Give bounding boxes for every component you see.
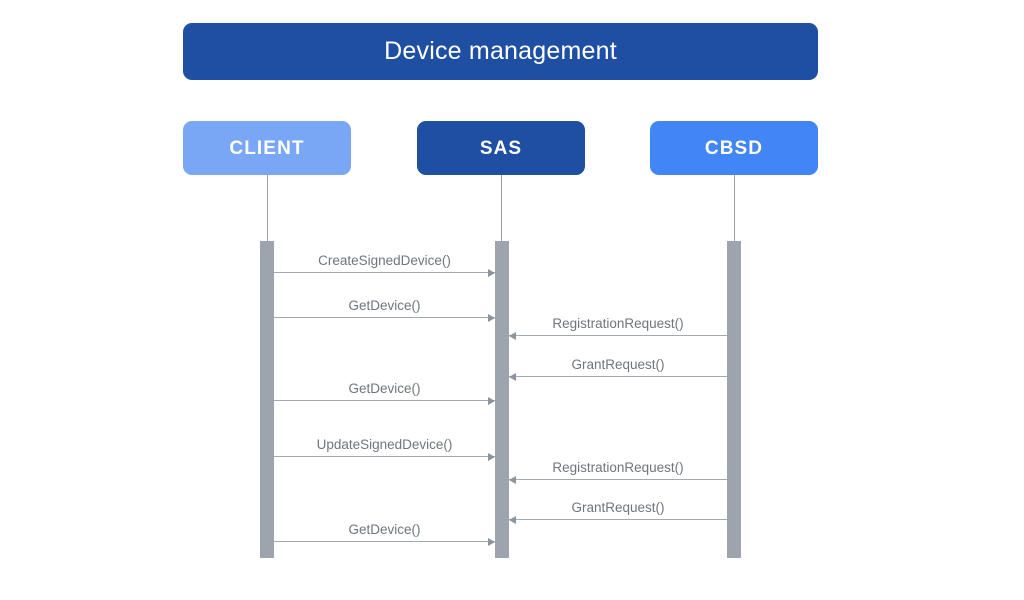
arrow-head-left-icon [509, 372, 516, 381]
message-label: UpdateSignedDevice() [316, 436, 453, 452]
message-label: CreateSignedDevice() [318, 252, 451, 268]
message-label: GrantRequest() [571, 356, 665, 372]
diagram-title-banner: Device management [183, 23, 818, 80]
arrow-head-left-icon [509, 515, 516, 524]
message-line [274, 541, 495, 542]
message-line [274, 456, 495, 457]
page-title: Device management [384, 37, 617, 65]
arrow-head-right-icon [488, 313, 495, 322]
message-line [509, 335, 727, 336]
message-label: GetDevice() [348, 521, 421, 537]
message-arrow[interactable]: GetDevice() [274, 298, 495, 322]
message-line [274, 272, 495, 273]
participant-sas[interactable]: SAS [417, 121, 585, 175]
message-label: GetDevice() [348, 380, 421, 396]
message-label: GrantRequest() [571, 499, 665, 515]
activation-bar-cbsd [727, 241, 741, 558]
message-arrow[interactable]: GrantRequest() [509, 357, 727, 381]
lifeline-sas [501, 175, 502, 241]
message-line [509, 376, 727, 377]
participant-cbsd[interactable]: CBSD [650, 121, 818, 175]
participant-label-sas: SAS [479, 137, 523, 159]
message-arrow[interactable]: RegistrationRequest() [509, 460, 727, 484]
message-arrow[interactable]: GetDevice() [274, 381, 495, 405]
arrow-head-right-icon [488, 537, 495, 546]
activation-bar-client [260, 241, 274, 558]
message-label: GetDevice() [348, 297, 421, 313]
message-label: RegistrationRequest() [552, 315, 684, 331]
arrow-head-right-icon [488, 452, 495, 461]
message-arrow[interactable]: UpdateSignedDevice() [274, 437, 495, 461]
participant-label-client: CLIENT [229, 137, 305, 159]
lifeline-cbsd [734, 175, 735, 241]
message-label: RegistrationRequest() [552, 459, 684, 475]
message-arrow[interactable]: GetDevice() [274, 522, 495, 546]
arrow-head-left-icon [509, 331, 516, 340]
arrow-head-left-icon [509, 475, 516, 484]
message-line [509, 479, 727, 480]
participant-label-cbsd: CBSD [704, 137, 764, 159]
message-line [509, 519, 727, 520]
lifeline-client [267, 175, 268, 241]
participant-client[interactable]: CLIENT [183, 121, 351, 175]
message-arrow[interactable]: GrantRequest() [509, 500, 727, 524]
arrow-head-right-icon [488, 268, 495, 277]
message-arrow[interactable]: RegistrationRequest() [509, 316, 727, 340]
arrow-head-right-icon [488, 396, 495, 405]
message-arrow[interactable]: CreateSignedDevice() [274, 253, 495, 277]
activation-bar-sas [495, 241, 509, 558]
message-line [274, 400, 495, 401]
message-line [274, 317, 495, 318]
